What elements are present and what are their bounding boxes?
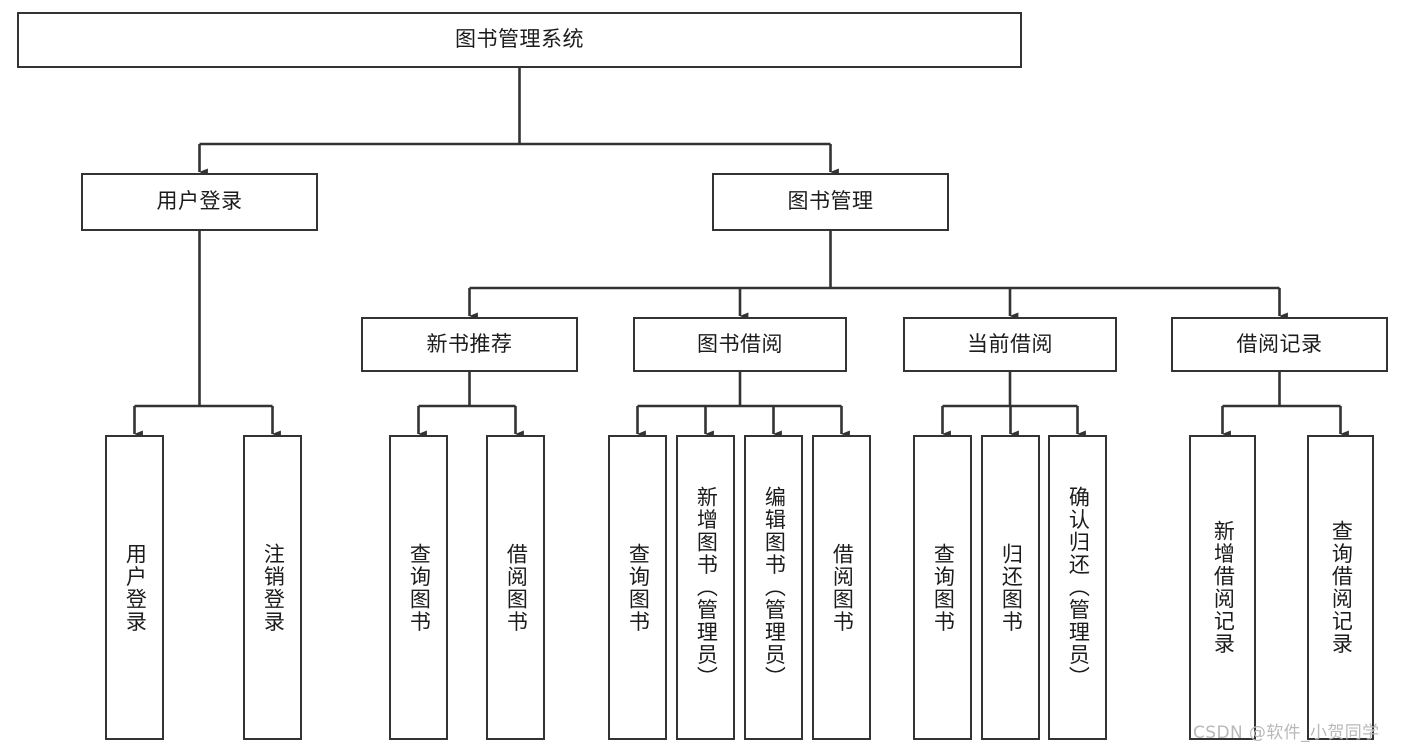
node-current_borrow[interactable]: 当前借阅 bbox=[903, 317, 1117, 372]
node-leaf_q_book_3[interactable]: 查询图书 bbox=[913, 435, 972, 740]
node-leaf_b_book_1[interactable]: 借阅图书 bbox=[486, 435, 545, 740]
node-leaf_b_book_2[interactable]: 借阅图书 bbox=[812, 435, 871, 740]
node-root[interactable]: 图书管理系统 bbox=[17, 12, 1022, 68]
node-leaf_add_book[interactable]: 新增图书（管理员） bbox=[676, 435, 735, 740]
node-label: 用户登录 bbox=[123, 542, 148, 633]
node-user_login[interactable]: 用户登录 bbox=[81, 173, 318, 231]
node-book_manage[interactable]: 图书管理 bbox=[712, 173, 949, 231]
node-label: 编辑图书（管理员） bbox=[762, 486, 787, 689]
node-leaf_qry_rec[interactable]: 查询借阅记录 bbox=[1307, 435, 1374, 740]
node-label: 借阅图书 bbox=[830, 542, 855, 633]
node-label: 用户登录 bbox=[156, 189, 243, 214]
node-label: 注销登录 bbox=[261, 542, 286, 633]
node-label: 图书管理系统 bbox=[455, 27, 584, 52]
node-label: 确认归还（管理员） bbox=[1066, 486, 1091, 689]
node-label: 查询图书 bbox=[407, 542, 432, 633]
csdn-watermark: CSDN @软件_小贺同学 bbox=[1193, 723, 1380, 743]
node-leaf_q_book_1[interactable]: 查询图书 bbox=[389, 435, 448, 740]
node-label: 查询图书 bbox=[626, 542, 651, 633]
node-label: 归还图书 bbox=[999, 542, 1024, 633]
node-label: 新书推荐 bbox=[426, 331, 513, 356]
node-borrow_record[interactable]: 借阅记录 bbox=[1171, 317, 1388, 372]
node-label: 图书管理 bbox=[787, 189, 874, 214]
node-label: 图书借阅 bbox=[697, 331, 783, 356]
node-leaf_logout[interactable]: 注销登录 bbox=[243, 435, 302, 740]
node-leaf_login[interactable]: 用户登录 bbox=[105, 435, 164, 740]
node-leaf_ret_book[interactable]: 归还图书 bbox=[981, 435, 1040, 740]
node-leaf_conf_ret[interactable]: 确认归还（管理员） bbox=[1048, 435, 1107, 740]
node-label: 查询借阅记录 bbox=[1329, 520, 1354, 655]
node-label: 查询图书 bbox=[931, 542, 956, 633]
node-leaf_q_book_2[interactable]: 查询图书 bbox=[608, 435, 667, 740]
node-label: 当前借阅 bbox=[967, 331, 1053, 356]
node-leaf_edit_book[interactable]: 编辑图书（管理员） bbox=[744, 435, 803, 740]
node-book_borrow[interactable]: 图书借阅 bbox=[633, 317, 847, 372]
node-label: 新增借阅记录 bbox=[1211, 520, 1236, 655]
node-leaf_add_rec[interactable]: 新增借阅记录 bbox=[1189, 435, 1256, 740]
node-new_book_rec[interactable]: 新书推荐 bbox=[361, 317, 578, 372]
node-label: 新增图书（管理员） bbox=[694, 486, 719, 689]
node-label: 借阅图书 bbox=[504, 542, 529, 633]
node-label: 借阅记录 bbox=[1236, 331, 1323, 356]
